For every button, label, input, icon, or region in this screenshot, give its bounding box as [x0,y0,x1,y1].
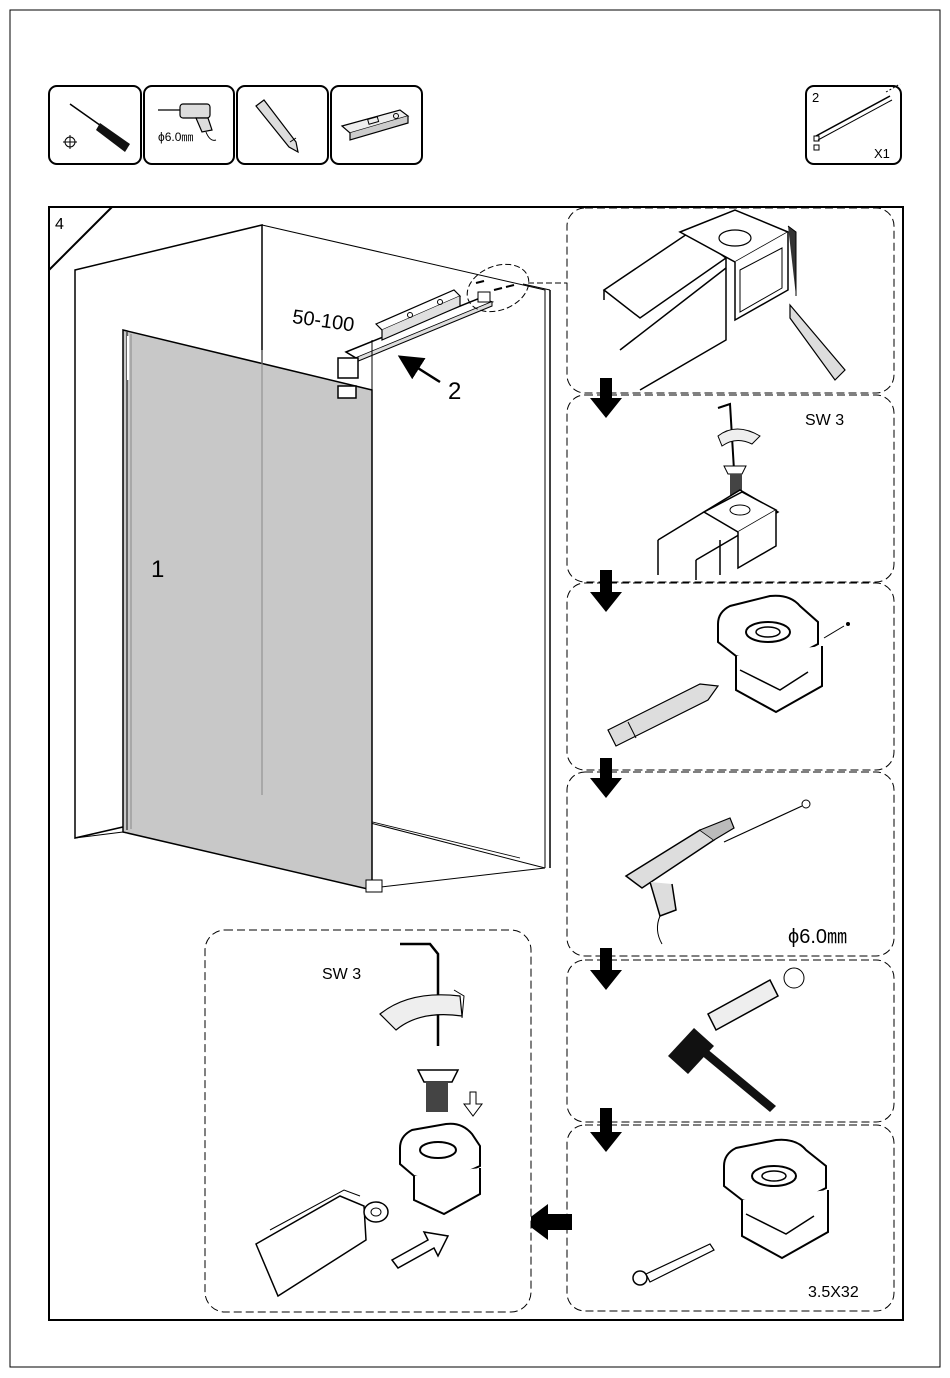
tool-box-drill [144,86,234,164]
tool-box-screwdriver [49,86,141,164]
detail-panel-insert-plug [567,960,894,1122]
callout-bar-label: 2 [448,378,461,406]
callout-glass-label: 1 [151,556,164,584]
screw-size-label: 3.5X32 [808,1284,859,1302]
detail-panel-assemble-bar [205,930,531,1312]
detail-panel-clamp-marking [567,208,894,393]
drill-hole-label: ϕ6.0㎜ [788,920,847,949]
part-number-label: 2 [812,90,819,105]
drill-size-label: ϕ6.0㎜ [158,128,193,145]
detail-panel-mark-wall [567,583,894,770]
part-quantity-label: X1 [874,146,890,161]
glass-panel [123,330,372,890]
assemble-bar-label: SW 3 [322,966,361,984]
tool-box-pencil [237,86,328,164]
detail-panel-tighten-screw [567,395,894,582]
step-number: 4 [55,216,64,234]
tighten-screw-label: SW 3 [805,412,844,430]
screw-icon [476,281,514,290]
tool-box-level [331,86,422,164]
